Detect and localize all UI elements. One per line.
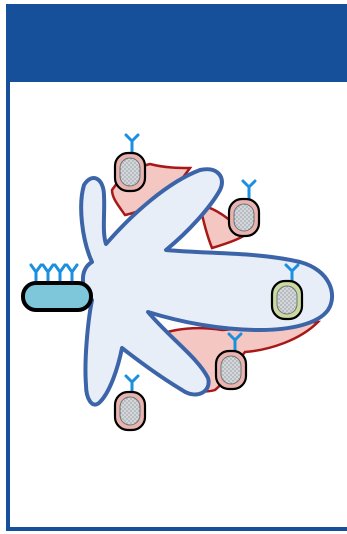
target-cell-1 [115,135,145,191]
target-cell-5 [115,376,145,430]
receptor-icon [126,376,138,393]
receptor-icon [243,181,255,198]
side-cell-body [23,283,91,310]
target-cell-2 [229,181,259,236]
receptor-icon [126,135,138,152]
side-cell [23,265,91,310]
